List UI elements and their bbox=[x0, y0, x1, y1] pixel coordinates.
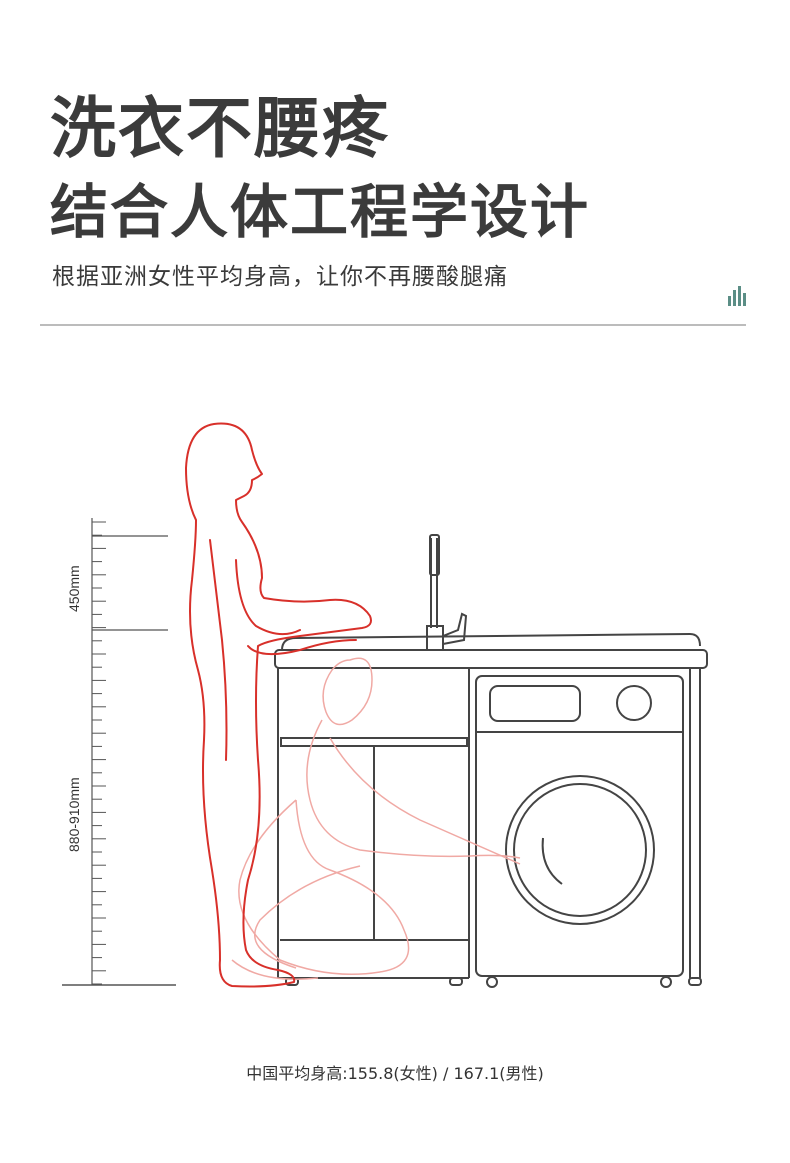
faucet bbox=[426, 534, 468, 651]
header-divider bbox=[40, 324, 746, 326]
standing-figure bbox=[185, 422, 372, 988]
washing-machine bbox=[475, 675, 684, 977]
bar-chart-icon bbox=[728, 286, 746, 306]
lower-dimension-label: 880-910mm bbox=[66, 777, 82, 852]
ergonomics-illustration: 450mm 880-910mm bbox=[62, 422, 708, 988]
ruler-ticks bbox=[92, 521, 106, 985]
subtitle: 根据亚洲女性平均身高，让你不再腰酸腿痛 bbox=[52, 264, 508, 290]
height-ruler bbox=[62, 518, 176, 986]
sink-cabinet bbox=[274, 632, 708, 979]
average-height-note: 中国平均身高:155.8(女性) / 167.1(男性) bbox=[246, 1064, 544, 1083]
headline-primary: 洗衣不腰疼 bbox=[50, 90, 390, 167]
upper-dimension-label: 450mm bbox=[66, 565, 82, 612]
headline-secondary: 结合人体工程学设计 bbox=[50, 178, 591, 246]
crouching-figure-ghost bbox=[231, 657, 521, 980]
